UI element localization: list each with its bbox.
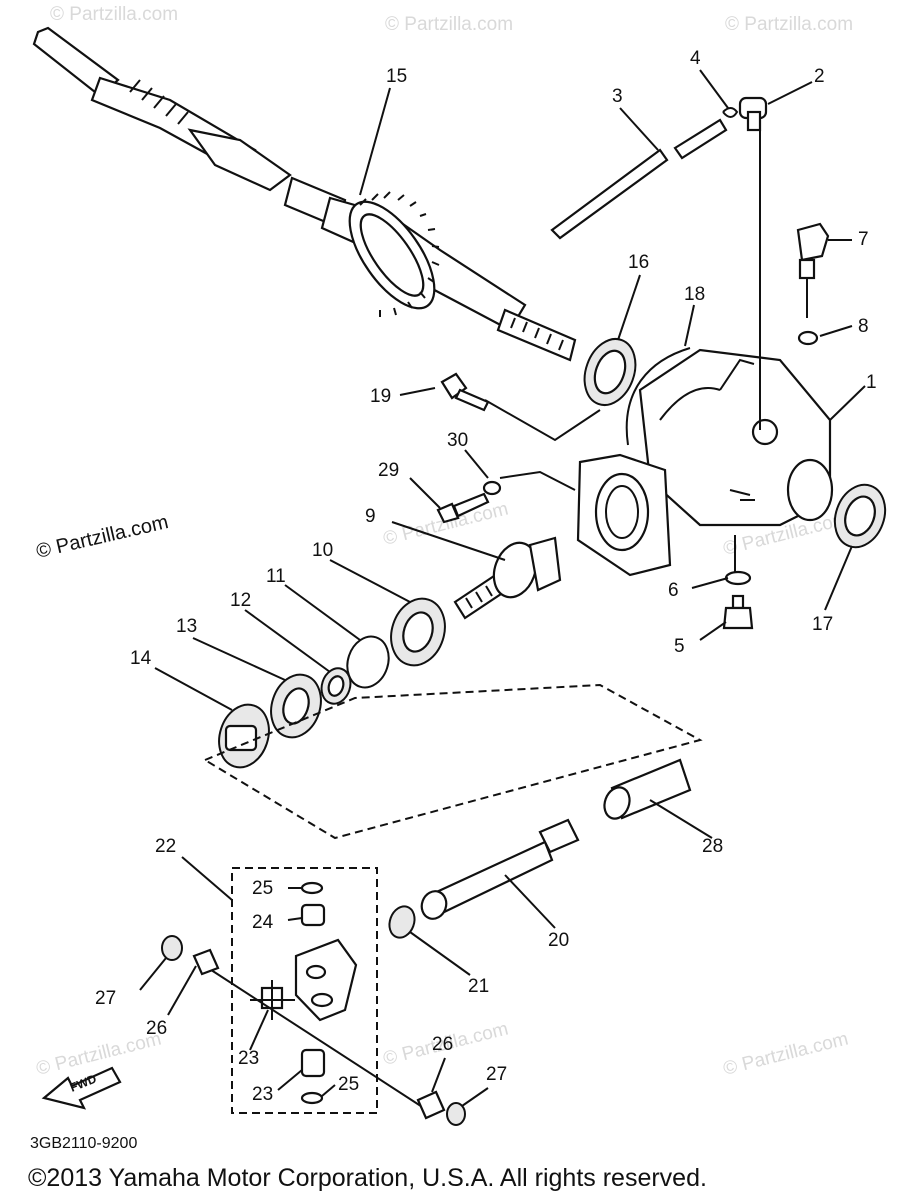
callout-1: 1 [866, 372, 877, 393]
part-18-o-ring [625, 347, 691, 446]
callout-11: 11 [266, 566, 286, 587]
part-22-yoke [294, 938, 358, 1022]
callout-10: 10 [312, 540, 333, 561]
callout-24: 24 [252, 912, 274, 933]
callout-26: 26 [432, 1034, 453, 1055]
callout-30: 30 [447, 430, 468, 451]
callout-13: 13 [176, 616, 197, 637]
diagram-code: 3GB2110-9200 [30, 1135, 137, 1152]
part-11-o-ring [346, 635, 390, 689]
part-5-drain-plug [722, 594, 754, 630]
callout-19: 19 [370, 386, 391, 407]
part-10-bearing [390, 597, 446, 667]
part-2-4-fitting [722, 96, 768, 132]
callout-9: 9 [365, 506, 376, 527]
callout-28: 28 [702, 836, 723, 857]
part-6-gasket [724, 570, 752, 586]
leader-19 [484, 399, 601, 442]
leader-30 [499, 470, 576, 491]
part-26-bearing-right [416, 1090, 446, 1120]
part-15-shaft-ring-gear [32, 26, 577, 362]
callout-numbers: 15 3 4 2 7 8 1 16 18 19 30 29 9 10 11 12… [95, 48, 877, 1105]
callout-4: 4 [690, 48, 701, 69]
part-24-bearing-cap [300, 903, 326, 927]
part-25-circlip [300, 881, 324, 895]
part-21-washer [388, 905, 416, 939]
part-17-oil-seal [833, 483, 887, 549]
callout-17: 17 [812, 614, 833, 635]
part-29-bolt [436, 492, 490, 524]
callout-29: 29 [378, 460, 399, 481]
callout-5: 5 [674, 636, 685, 657]
callout-8: 8 [858, 316, 869, 337]
watermark: © Partzilla.com [721, 1029, 850, 1080]
watermark: © Partzilla.com [34, 1029, 163, 1080]
watermark: © Partzilla.com [725, 14, 853, 35]
part-27-circlip-left [161, 935, 183, 961]
part-23-cross-spider [250, 980, 295, 1020]
watermarks: © Partzilla.com © Partzilla.com © Partzi… [34, 4, 853, 1080]
group-outline [202, 683, 703, 840]
part-9-pinion-gear [453, 536, 562, 620]
callout-6: 6 [668, 580, 679, 601]
part-30-washer [482, 480, 502, 496]
watermark: © Partzilla.com [50, 4, 178, 25]
part-14-ring-nut [218, 703, 270, 769]
partzilla-credit: © Partzilla.com [34, 511, 170, 563]
part-1-gear-housing [576, 348, 834, 577]
part-27-circlip-right [446, 1102, 466, 1126]
part-20-drive-shaft [420, 818, 580, 920]
callout-15: 15 [386, 66, 407, 87]
part-7-8-plug [796, 222, 830, 346]
callout-2: 2 [814, 66, 825, 87]
callout-14: 14 [130, 648, 152, 669]
alignment-line [204, 965, 431, 1113]
callout-12: 12 [230, 590, 251, 611]
part-22-universal-joint-box [231, 867, 378, 1114]
callout-26: 26 [146, 1018, 167, 1039]
callout-25: 25 [338, 1074, 359, 1095]
part-19-bolt [440, 372, 490, 412]
callout-25: 25 [252, 878, 273, 899]
part-26-bearing-left [192, 948, 220, 976]
callout-18: 18 [684, 284, 705, 305]
watermark: © Partzilla.com [385, 14, 513, 35]
callout-leaders [139, 69, 866, 1107]
part-13-bearing [270, 673, 322, 739]
callout-24: 23 [252, 1084, 273, 1105]
callout-20: 20 [548, 930, 569, 951]
callout-27: 27 [95, 988, 116, 1009]
part-25-circlip [300, 1091, 324, 1105]
part-16-oil-seal [583, 338, 637, 406]
part-24-bearing-cap [300, 1048, 326, 1078]
callout-21: 21 [468, 976, 489, 997]
callout-16: 16 [628, 252, 649, 273]
callout-23: 23 [238, 1048, 259, 1069]
copyright-notice: ©2013 Yamaha Motor Corporation, U.S.A. A… [28, 1164, 707, 1192]
callout-7: 7 [858, 229, 869, 250]
part-28-coupling [603, 758, 692, 820]
part-12-bearing-race [320, 667, 352, 705]
callout-27: 27 [486, 1064, 507, 1085]
callout-3: 3 [612, 86, 623, 107]
callout-22: 22 [155, 836, 176, 857]
part-3-breather-hose [550, 118, 728, 240]
